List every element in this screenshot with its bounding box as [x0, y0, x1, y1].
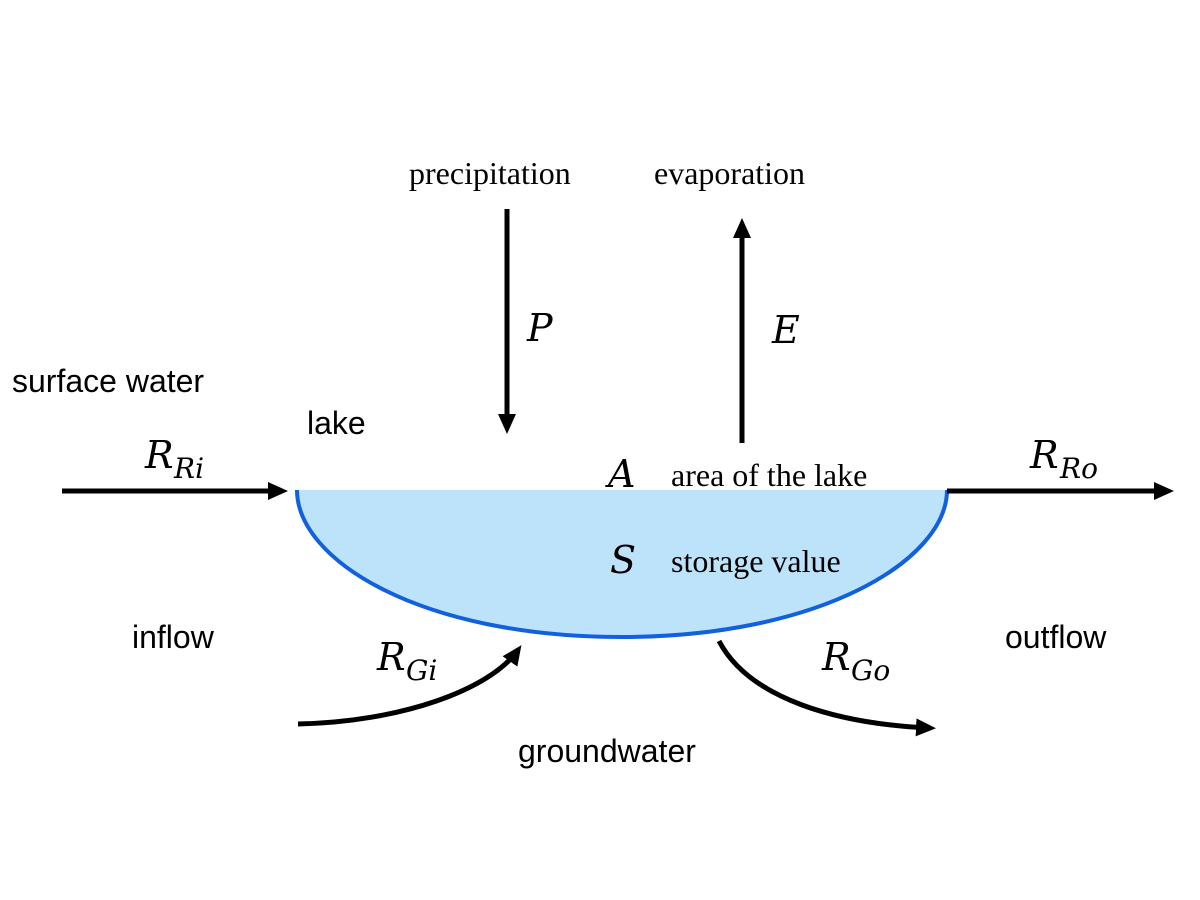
svg-text:Go: Go — [851, 654, 890, 687]
symbol-R-Go: R Go — [821, 635, 890, 687]
svg-text:R: R — [821, 635, 851, 679]
groundwater-inflow-arrow — [297, 645, 522, 727]
symbol-P: P — [526, 306, 554, 350]
evaporation-label: evaporation — [654, 155, 805, 191]
lake-label: lake — [307, 405, 366, 441]
svg-text:R: R — [376, 635, 406, 679]
lake-body — [297, 490, 947, 637]
groundwater-outflow-arrow — [716, 639, 936, 737]
symbol-E: E — [771, 308, 800, 352]
svg-text:R: R — [1029, 433, 1059, 477]
symbol-S: S — [610, 538, 636, 582]
groundwater-label: groundwater — [518, 733, 696, 769]
symbol-R-Ri: R Ri — [144, 433, 204, 485]
symbol-R-Gi: R Gi — [376, 635, 437, 687]
inflow-label: inflow — [132, 619, 215, 655]
lake-outline — [295, 489, 949, 640]
area-description: area of the lake — [671, 457, 867, 493]
symbol-R-Ro: R Ro — [1029, 433, 1098, 485]
symbol-A: A — [605, 452, 635, 496]
surface-water-label: surface water — [12, 363, 204, 399]
svg-text:Ri: Ri — [173, 452, 204, 485]
precipitation-label: precipitation — [409, 155, 571, 191]
svg-text:Gi: Gi — [406, 654, 437, 687]
svg-text:Ro: Ro — [1059, 452, 1098, 485]
svg-text:R: R — [144, 433, 174, 477]
storage-description: storage value — [671, 543, 841, 579]
outflow-label: outflow — [1005, 619, 1107, 655]
